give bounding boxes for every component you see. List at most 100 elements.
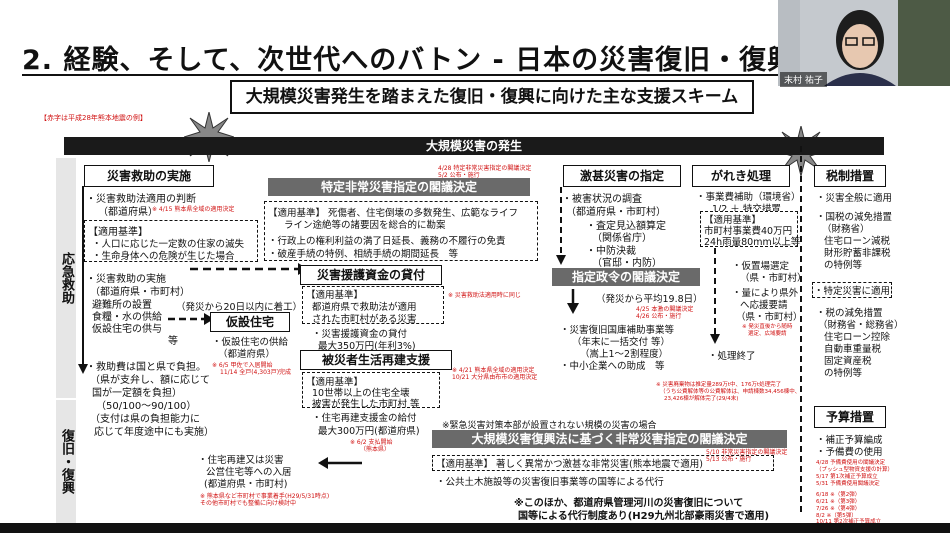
col2-h-red1: ※ 熊本県など市町村で事業着手(H29/5/31時点) [200, 493, 330, 500]
col2-s2: （都道府県） [218, 349, 276, 360]
col1-i1: ・災害救助の実施 [86, 274, 166, 285]
col1-criteria-1: ・人口に応じた一定数の住家の滅失 [92, 239, 245, 250]
col2-r-red1: ※ 6/2 支払開始 [350, 439, 393, 446]
col5-t8: ・税の減免措置 [816, 308, 883, 319]
col2-f3: された市町村がある災害 [312, 314, 417, 325]
tax-measures-header: 税制措置 [814, 165, 886, 187]
temp-housing-header: 仮設住宅 [210, 312, 290, 332]
col2-fund-red: ※ 災害救助法適用時に同じ [448, 292, 521, 299]
shelter-arrow-label: （発災から20日以内に着工） [176, 302, 303, 313]
wide-c1: 【適用基準】 著しく異常かつ激甚な非常災害(熊本地震で適用) [436, 459, 703, 470]
budget-measures-header: 予算措置 [814, 406, 886, 428]
col2-r-red2: （熊本県） [360, 446, 391, 453]
col5-b2: ・予備費の使用 [816, 447, 883, 458]
large-scale-recon-bar: 大規模災害復興法に基づく非常災害指定の閣議決定 [432, 430, 787, 448]
fund-criteria-box [302, 286, 444, 324]
col4-c2: 24h雨量80mm以上等 [704, 237, 801, 248]
col5-t6: の特例等 [824, 260, 863, 271]
col3-m1: ・災害復旧国庫補助事業等 [560, 325, 675, 336]
col2-h1: ・住宅再建又は災害 [198, 455, 284, 466]
col2-h-red2: その他市町村でも整備に向け検討中 [200, 500, 297, 507]
col3-l4: （関係省庁） [592, 233, 652, 244]
col1-j3: 国が一定額を負担） [92, 388, 182, 399]
webcam-participant-name: 末村 祐子 [780, 72, 827, 87]
col2-r3: 被害が発生した市町村 等 [312, 399, 420, 410]
col5-b-red4: 5/31 予備費使用閣議決定 [816, 481, 880, 487]
webcam-video[interactable] [778, 0, 950, 86]
col5-t11: 自動車重量税 [824, 344, 882, 355]
col3-arrow-icon [556, 187, 566, 265]
designation-cabinet-bar: 指定政令の閣議決定 [552, 268, 700, 286]
col1-i6: 等 [168, 336, 178, 347]
col4-l1: ・事業費補助（環境省） [696, 192, 801, 203]
col3-l6: （官邸・内防） [592, 258, 662, 269]
wide-red2: 5/13 公布・施行 [706, 456, 752, 463]
col4-l7: （県・市町村） [736, 312, 803, 323]
col1-arrow-icon [78, 186, 88, 374]
col4-criteria-title: 【適用基準】 [704, 215, 762, 226]
col4-red-end2: （うち公費解体等の公費解体は、申請棟数34,456棟中、 [660, 389, 801, 395]
col2-h3: (都道府県・市町村) [204, 479, 288, 490]
col1-red-a: ※ 4/15 熊本県全域の適用決定 [152, 206, 235, 213]
bottom-band [0, 523, 950, 533]
col2-f2: 都道府県で救助法が適用 [312, 302, 417, 313]
col1-j5: （支付は県の負担能力に [90, 414, 200, 425]
presenter-video-icon [778, 0, 950, 86]
debris-header: がれき処理 [692, 165, 790, 187]
col5-t2: ・国税の減免措置 [816, 212, 893, 223]
wide-bottom1: ※このほか、都道府県管理河川の災害復旧について [514, 498, 744, 509]
col3-l3: ・査定見込額算定 [586, 221, 666, 232]
col2-r5: 最大300万円(都道府県) [318, 426, 420, 437]
col3-avg: （発災から平均19.8日） [596, 294, 703, 305]
side-label-recovery: 復旧・復興 [56, 400, 76, 523]
col5-t1: ・災害全般に適用 [816, 193, 893, 204]
col2-f4: ・災害援護資金の貸付 [312, 329, 408, 340]
title-underline [22, 74, 782, 76]
debris-criteria-box [700, 211, 798, 247]
red-legend-note: 【赤字は平成28年熊本地震の例】 [40, 114, 147, 122]
col3-m4: ・中小企業への助成 等 [560, 361, 665, 372]
col5-t3: （財務省） [822, 224, 870, 235]
col2-recon-red2: 10/21 大分県由布市の適用決定 [452, 374, 538, 381]
right-flow-arrow-icon [800, 146, 802, 516]
wide-bottom2: 国等による代行制度あり(H29九州北部豪雨災害で適用) [518, 511, 770, 522]
col3-red2: 4/26 公布・施行 [636, 313, 682, 320]
col1-l1: ・災害救助法適用の判断 [86, 194, 196, 205]
col1-j6: 応じて年度途中にも実施） [94, 427, 214, 438]
special-criteria-box [264, 201, 538, 261]
col2-c2: ライン途絶等の諸要因を総合的に勘案 [284, 220, 446, 231]
col5-b-red1: 4/28 予備費使用の閣議決定 [816, 460, 886, 466]
wide-c2: ・公共土木施設等の災害復旧事業等の国等による代行 [436, 477, 664, 488]
col2-f1: 【適用基準】 [306, 290, 364, 301]
col3-m2: （年末に一括交付 等） [572, 337, 671, 348]
col4-red-end3: 23,426棟が解体完了(29/4末) [664, 396, 739, 402]
col5-t13: の特例等 [824, 368, 863, 379]
col1-i2: （都道府県・市町村） [90, 287, 190, 298]
col5-b1: ・補正予算編成 [816, 435, 883, 446]
wide-red1: 5/10 非常災害指定の閣議決定 [706, 449, 788, 456]
col4-l4: （県・市町村） [740, 273, 807, 284]
large-scale-criteria-box [432, 455, 774, 471]
col2-c4: ・破産手続の特例、相続手続の期間延長 等 [268, 249, 459, 260]
col3-l1: ・被害状況の調査 [562, 194, 642, 205]
col3-m3: （嵩上1～2割程度） [580, 349, 669, 360]
col4-red-end1: ※ 災害廃棄物は推定量289万t中、176万t処理完了 [656, 382, 782, 388]
col4-red-small2: 選定、広域要請 [748, 331, 787, 337]
disaster-occurrence-bar: 大規模災害の発生 [64, 137, 884, 155]
col5-t12: 固定資産税 [824, 356, 872, 367]
col4-end: ・処理終了 [708, 351, 756, 362]
col3-arrow-icon-2 [567, 289, 579, 314]
tax-special-box [812, 282, 892, 298]
col1-i4: 食糧・水の供給 [92, 312, 162, 323]
col2-red-top1: 4/28 特定非常災害指定の閣議決定 [438, 165, 532, 172]
dashed-arrow-icon-1 [190, 263, 308, 275]
col2-recon-red1: ※ 4/21 熊本県全域の適用決定 [452, 367, 535, 374]
col4-l5: ・量により県外 [732, 288, 799, 299]
col5-b-red5: 6/18 ※（第2弾） [816, 492, 861, 498]
col2-s1: ・仮設住宅の供給 [212, 337, 289, 348]
col5-b-red7: 7/26 ※（第4弾） [816, 506, 861, 512]
livelihood-recon-header: 被災者生活再建支援 [300, 350, 452, 370]
col5-t7: ・特定災害に適用 [814, 286, 891, 297]
col1-j4: （50/100～90/100） [96, 401, 197, 412]
col1-j1: ・救助費は国と県で負担。 [86, 362, 206, 373]
